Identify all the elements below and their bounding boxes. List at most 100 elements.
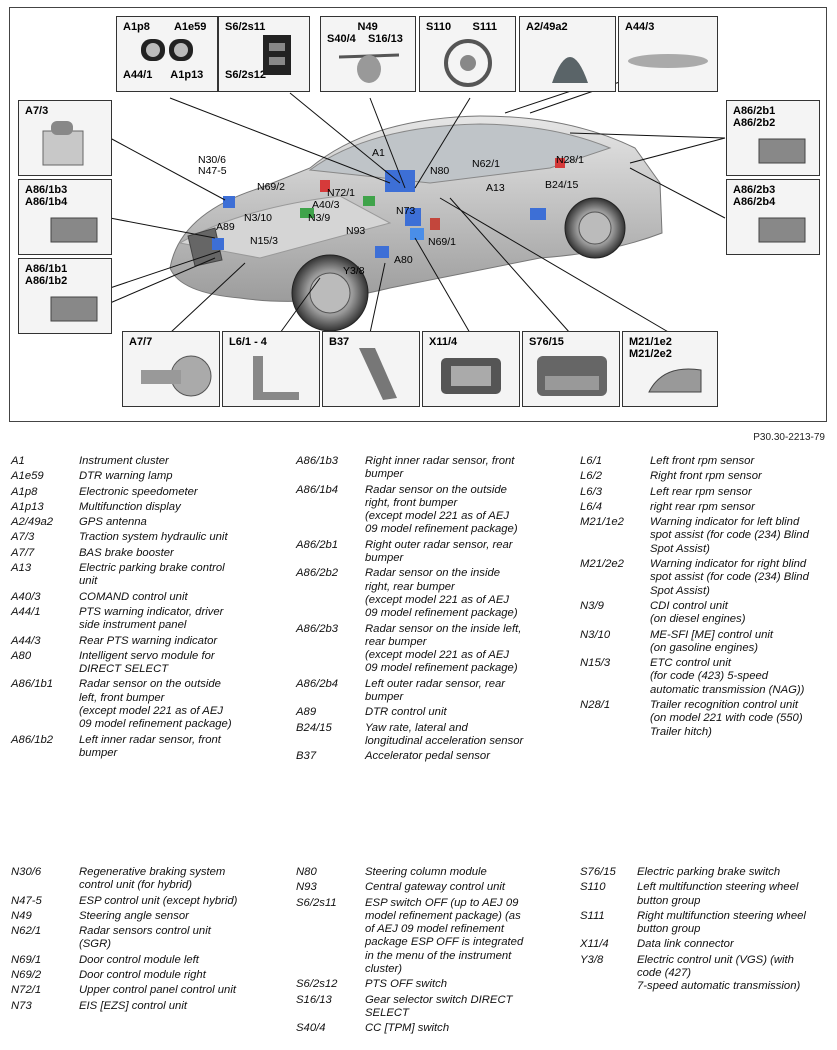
car-label: N69/2 (257, 181, 286, 193)
legend-code: S76/15 (580, 866, 616, 878)
legend-description: Electronic speedometer (79, 485, 198, 498)
legend-description: CDI control unit (on diesel engines) (650, 599, 746, 626)
car-label: N3/10 (244, 212, 273, 224)
legend-code: Y3/8 (580, 953, 604, 966)
legend-code: B24/15 (296, 721, 332, 734)
callout-box: L6/1 - 4 (222, 331, 320, 407)
legend-description: Radar sensor on the outside left, front … (79, 678, 232, 731)
legend-code: S6/2s12 (296, 978, 338, 991)
legend-entry: S6/2s12 PTS OFF switch (296, 978, 566, 991)
legend-code: A80 (11, 649, 32, 662)
legend-description: Electric control unit (VGS) (with code (… (637, 953, 801, 993)
car-label: N30/6 (198, 154, 227, 166)
car-label: N73 (396, 205, 416, 217)
legend-description: GPS antenna (79, 516, 147, 529)
legend-code: N69/1 (11, 953, 42, 966)
legend-description: Accelerator pedal sensor (365, 750, 490, 763)
legend-code: N30/6 (11, 866, 42, 878)
legend-description: Multifunction display (79, 500, 181, 513)
legend-code: B37 (296, 750, 317, 763)
car-label: N80 (430, 165, 450, 177)
legend-description: Central gateway control unit (365, 881, 506, 894)
legend-entry: Y3/8 Electric control unit (VGS) (with co… (580, 954, 830, 994)
legend-description: ETC control unit (for code (423) 5-speed… (650, 657, 805, 696)
legend-description: ME-SFI [ME] control unit (on gasoline en… (650, 628, 774, 654)
legend-entry: A7/3 Traction system hydraulic unit (11, 531, 281, 544)
legend-code: S110 (580, 881, 606, 894)
legend-description: ESP switch OFF (up to AEJ 09 model refin… (365, 896, 524, 976)
legend-code: N93 (296, 881, 317, 894)
callout-box: A2/49a2 (519, 16, 616, 92)
car-label: N69/1 (428, 236, 457, 248)
legend-code: A44/3 (11, 634, 41, 647)
legend-code: N80 (296, 866, 317, 878)
legend-description: Door control module left (79, 953, 199, 966)
legend-code: A2/49a2 (11, 516, 54, 529)
car-label: N72/1 (327, 187, 356, 199)
legend-description: Upper control panel control unit (79, 984, 236, 997)
legend-description: COMAND control unit (79, 590, 188, 603)
legend-description: Radar sensor on the inside right, rear b… (365, 567, 518, 620)
legend-code: A86/1b4 (296, 483, 339, 496)
figure-id: P30.30-2213-79 (753, 432, 825, 443)
legend-code: X11/4 (580, 938, 609, 951)
legend-description: Yaw rate, lateral and longitudinal accel… (365, 721, 524, 747)
legend-code: N3/9 (580, 599, 604, 612)
leader-lines (109, 67, 726, 334)
legend-description: Left front rpm sensor (650, 455, 755, 467)
legend-description: Traction system hydraulic unit (79, 531, 228, 544)
legend-description: Left outer radar sensor, rear bumper (365, 677, 506, 704)
legend-description: Radar sensor on the inside left, rear bu… (365, 622, 522, 675)
car-label: A40/3 (312, 199, 340, 211)
legend-code: S16/13 (296, 993, 332, 1006)
legend-description: PTS warning indicator, driver side instr… (79, 605, 224, 632)
callout-box: X11/4 (422, 331, 520, 407)
callout-box: N49 S40/4 S16/13 (320, 16, 416, 92)
legend-code: N62/1 (11, 925, 42, 938)
legend-entry: B37 Accelerator pedal sensor (296, 750, 566, 763)
legend-code: L6/3 (580, 485, 602, 498)
legend-entry: N28/1 Trailer recognition control unit (o… (580, 699, 830, 739)
legend-description: Radar sensors control unit (SGR) (79, 925, 211, 951)
callout-box: S110 S111 (419, 16, 516, 92)
car-label: A80 (394, 254, 413, 266)
legend-description: PTS OFF switch (365, 978, 448, 991)
legend-entry: N3/9 CDI control unit (on diesel engines) (580, 600, 830, 627)
legend-description: Left multifunction steering wheel button… (637, 881, 799, 907)
legend-description: Electric parking brake control unit (79, 562, 225, 588)
legend-description: Right outer radar sensor, rear bumper (365, 538, 513, 565)
legend-description: Warning indicator for left blind spot as… (650, 516, 809, 555)
legend-code: M21/2e2 (580, 558, 624, 571)
legend-code: N28/1 (580, 699, 611, 712)
legend-code: A7/3 (11, 531, 35, 544)
legend-description: Trailer recognition control unit (on mod… (650, 699, 803, 738)
car-label: N62/1 (472, 158, 501, 170)
callout-box: A86/1b1 A86/1b2 (18, 258, 112, 334)
legend-entry: M21/1e2 Warning indicator for left blind … (580, 516, 830, 556)
callout-box: A86/2b3 A86/2b4 (726, 179, 820, 255)
legend-code: M21/1e2 (580, 516, 624, 529)
car-label: N3/9 (308, 212, 331, 224)
car-windows (308, 123, 612, 184)
